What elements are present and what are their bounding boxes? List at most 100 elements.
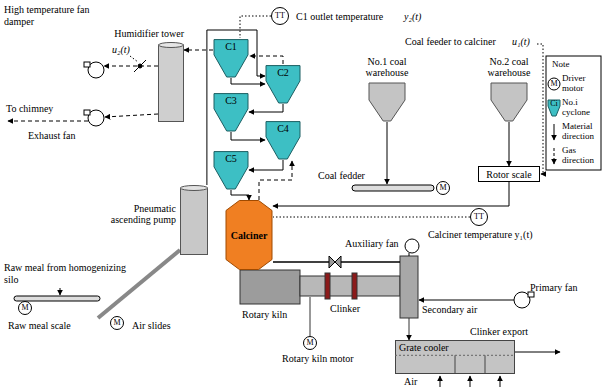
text-label: Clinker [330,303,360,315]
cyclone: C3 [213,92,249,132]
node-text: M [306,339,313,348]
coal-warehouse: No.1 coal warehouse [368,82,406,122]
node-text: C3 [225,95,237,106]
text-label: y₂(t) [404,11,421,23]
calciner: Calciner [225,200,273,270]
gas-duct-part [104,66,158,67]
rotary-kiln [240,256,418,340]
temperature-transmitter: TT [271,7,289,25]
high-temperature-fan [84,62,104,78]
text-label: M [548,79,560,88]
text-label: Raw meal scale [8,320,71,332]
legend-text: Gas direction [562,146,600,166]
node-text: C5 [225,153,237,164]
node-text: C1 [225,41,237,52]
flow-connector [273,217,470,218]
primary-fan-part [419,300,514,301]
legend-frame-part [554,148,555,164]
raw-meal-line [14,250,180,318]
cyclone: C2 [265,64,301,104]
rotary-kiln-part [352,273,357,299]
gas-duct-part [250,56,283,64]
driver-motor: M [18,301,32,315]
text-label: u₂(t) [112,44,130,56]
gas-duct-part [8,121,88,122]
control-signal-part [130,56,138,62]
clinker-export-part [470,376,471,387]
text-label: Note [552,59,570,69]
clinker-export-part [500,376,501,387]
coal-warehouse-outline [490,82,528,122]
text-label: C1 outlet temperature [296,11,383,23]
control-signal [130,44,543,174]
node-text: TT [474,213,484,222]
gas-duct [8,56,292,200]
node-text: M [439,184,446,193]
rotor-scale: Rotor scale [478,166,540,182]
text-label: High temperature fan damper [4,4,99,27]
raw-meal-line-part [60,288,61,295]
flow-connector [249,104,283,112]
legend-frame-part [548,100,560,116]
cyclone: C5 [213,150,249,190]
flow-connector [273,182,509,206]
text-label: Clinker export [470,326,528,338]
text-label: Ci [547,99,561,108]
flow-connector [231,132,265,140]
text-label: Auxiliary fan [345,238,399,250]
pneumatic-pump-outline [180,185,208,255]
node-text: C2 [277,67,289,78]
flow-connector [249,160,283,170]
driver-motor: M [303,336,317,350]
legend-text: No.i cyclone [562,98,600,118]
node-text: TT [275,12,285,21]
legend-frame-part [554,124,555,140]
text-label: Coal fedder [318,170,365,182]
rotary-kiln-part [300,276,400,296]
rotary-kiln-part [400,256,418,318]
tertiary-air-duct [273,256,400,268]
text-label: Air slides [132,320,171,332]
node-text: Rotor scale [486,169,531,180]
text-label: Primary fan [530,282,578,294]
coal-warehouse-outline [368,82,406,122]
flow-connector [231,190,249,200]
driver-motor: M [110,316,124,330]
coal-warehouse: No.2 coal warehouse [490,82,528,122]
flow-connector [231,78,265,84]
rotary-kiln-part [325,273,330,299]
flow-connector [509,122,510,166]
driver-motor: M [436,181,450,195]
auxiliary-fan-part [405,239,419,253]
rotary-kiln-part [240,270,300,304]
text-label: u₁(t) [512,36,530,48]
rotary-kiln-part [409,318,410,340]
legend-frame [546,56,601,170]
control-signal-part [537,44,543,174]
exhaust-fan [84,110,104,126]
coal-fedder-belt-part [352,185,434,191]
node-text: M [113,319,120,328]
legend-text: Driver motor [562,74,600,94]
coal-fedder-belt-part [387,122,388,184]
cyclone: C1 [213,38,249,78]
legend-frame-part [548,78,560,90]
raw-meal-line-part [14,296,100,301]
text-label: To chimney [6,103,53,115]
temperature-transmitter: TT [470,208,488,226]
raw-meal-line-part [98,250,180,318]
humidifier-tower-outline [158,42,184,122]
exhaust-fan-part [84,110,90,115]
pneumatic-pump: Pneumatic ascending pump [180,185,208,255]
text-label: Secondary air [422,304,477,316]
flow-connector [240,16,271,38]
node-text: M [21,304,28,313]
clinker-export-part [515,352,560,353]
node-text: Calciner [231,230,268,241]
rotary-kiln-part [310,297,311,336]
text-label: Exhaust fan [28,130,76,142]
tertiary-air-duct-part [329,256,341,268]
cyclone: C4 [265,120,301,160]
clinker-export-part [440,376,441,387]
